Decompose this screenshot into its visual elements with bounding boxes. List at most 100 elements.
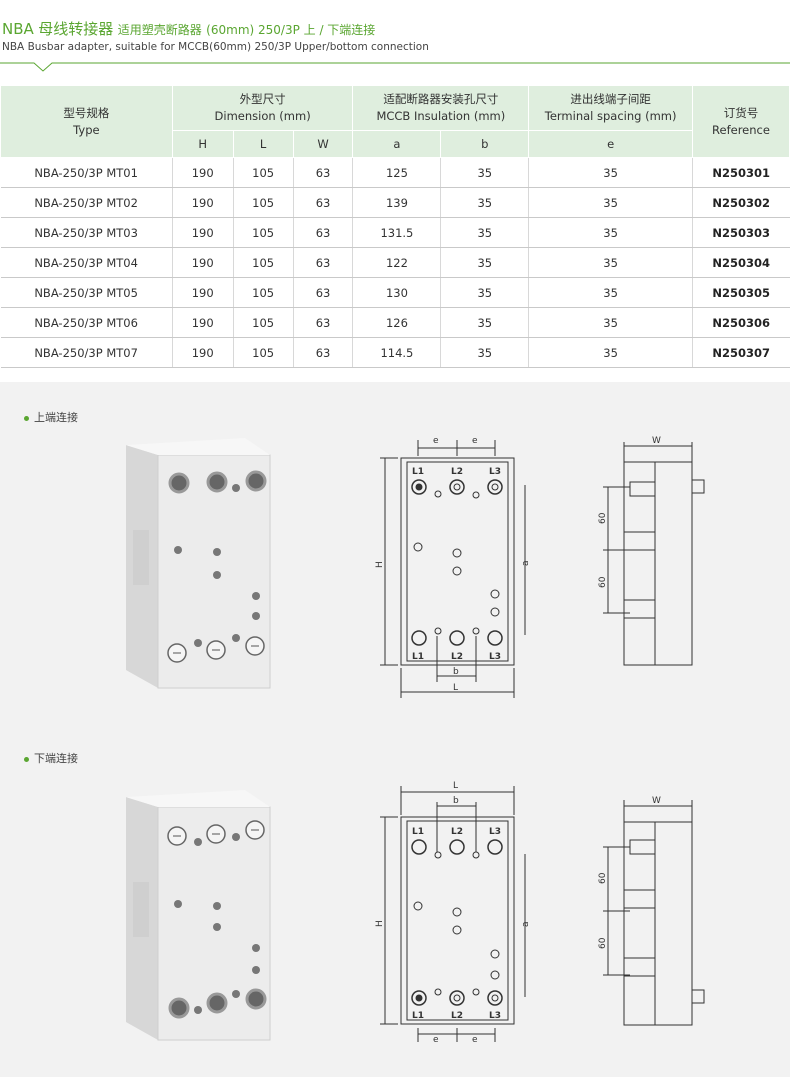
lbl-l3-lower-bottom: L3 [489, 1011, 501, 1021]
lbl-e-lower-1: e [433, 1035, 439, 1045]
cell-w: 63 [293, 307, 354, 338]
cell-l: 105 [233, 247, 294, 278]
th-mccb-cn: 适配断路器安装孔尺寸 [383, 92, 499, 106]
bullet-icon [24, 415, 29, 421]
th-type-cn: 型号规格 [63, 105, 110, 120]
th-sub-l: L [232, 130, 294, 158]
th-dim-cn: 外型尺寸 [239, 92, 286, 106]
cell-e: 35 [528, 187, 693, 218]
th-terminal: 进出线端子间距 Terminal spacing (mm) [528, 85, 693, 131]
cell-w: 63 [293, 247, 354, 278]
cell-w: 63 [293, 337, 354, 368]
cell-b: 35 [440, 277, 530, 308]
lbl-60-lower-2: 60 [598, 937, 608, 949]
lbl-60-lower-1: 60 [598, 872, 608, 884]
cell-e: 35 [528, 217, 693, 248]
cell-a: 131.5 [352, 217, 442, 248]
lbl-60-2: 60 [598, 576, 608, 588]
cell-ref: N250306 [692, 307, 790, 338]
cell-w: 63 [293, 277, 354, 308]
cell-b: 35 [440, 337, 530, 368]
cell-type: NBA-250/3P MT03 [0, 217, 173, 248]
lbl-w: W [652, 436, 661, 446]
cell-l: 105 [233, 157, 294, 188]
front-drawing-lower-labels: L b L1 L2 L3 L1 L2 L3 e e H a [375, 781, 531, 1045]
section-upper-text: 上端连接 [34, 411, 78, 424]
cell-ref: N250304 [692, 247, 790, 278]
title-cn-main: 母线转接器 [38, 20, 114, 38]
cell-h: 190 [172, 307, 234, 338]
th-dimension: 外型尺寸 Dimension (mm) [171, 85, 354, 131]
product-photo-upper [126, 438, 271, 689]
cell-h: 190 [172, 337, 234, 368]
lbl-l1-lower: L1 [412, 827, 424, 837]
cell-e: 35 [528, 157, 693, 188]
lbl-l-lower: L [453, 781, 458, 791]
cell-l: 105 [233, 217, 294, 248]
cell-e: 35 [528, 307, 693, 338]
cell-b: 35 [440, 247, 530, 278]
lbl-e-1: e [433, 436, 439, 446]
section-lower-label: 下端连接 [24, 750, 78, 766]
cell-h: 190 [172, 277, 234, 308]
lbl-60-1: 60 [598, 512, 608, 524]
lbl-l: L [453, 683, 458, 693]
bullet-icon [24, 756, 29, 762]
title-model: NBA [2, 20, 34, 38]
lbl-b: b [453, 667, 459, 677]
cell-w: 63 [293, 217, 354, 248]
cell-a: 139 [352, 187, 442, 218]
th-term-en: Terminal spacing (mm) [544, 109, 677, 123]
lbl-a: a [521, 560, 531, 566]
page-title: NBA 母线转接器 适用塑壳断路器 (60mm) 250/3P 上 / 下端连接 [2, 18, 375, 39]
cell-a: 126 [352, 307, 442, 338]
cell-w: 63 [293, 157, 354, 188]
lower-drawings: L b L1 L2 L3 L1 L2 L3 e e H a W 60 60 [126, 781, 705, 1045]
cell-ref: N250301 [692, 157, 790, 188]
cell-b: 35 [440, 307, 530, 338]
cell-e: 35 [528, 247, 693, 278]
cell-l: 105 [233, 307, 294, 338]
lbl-a-lower: a [521, 921, 531, 927]
th-mccb: 适配断路器安装孔尺寸 MCCB Insulation (mm) [352, 85, 530, 131]
lbl-l3: L3 [489, 467, 501, 477]
lbl-l1: L1 [412, 467, 424, 477]
title-cn-desc: 适用塑壳断路器 [117, 23, 202, 37]
cell-type: NBA-250/3P MT06 [0, 307, 173, 338]
cell-ref: N250303 [692, 217, 790, 248]
th-sub-w: W [292, 130, 354, 158]
side-drawing-lower [603, 800, 705, 1026]
cell-ref: N250305 [692, 277, 790, 308]
lbl-l2: L2 [451, 467, 463, 477]
side-drawing-lower-labels: W 60 60 [598, 796, 661, 949]
product-photo-lower [126, 790, 271, 1041]
section-lower-text: 下端连接 [34, 752, 78, 765]
th-sub-h: H [171, 130, 234, 158]
cell-ref: N250307 [692, 337, 790, 368]
title-spec: (60mm) 250/3P 上 / 下端连接 [206, 23, 376, 37]
cell-w: 63 [293, 187, 354, 218]
lbl-w-lower: W [652, 796, 661, 806]
header-divider [0, 62, 790, 72]
th-mccb-en: MCCB Insulation (mm) [376, 109, 506, 123]
lbl-l2-lower: L2 [451, 827, 463, 837]
th-term-cn: 进出线端子间距 [570, 92, 651, 106]
cell-b: 35 [440, 157, 530, 188]
cell-h: 190 [172, 157, 234, 188]
cell-l: 105 [233, 337, 294, 368]
spec-table: 型号规格 Type 外型尺寸 Dimension (mm) 适配断路器安装孔尺寸… [0, 85, 790, 368]
cell-l: 105 [233, 277, 294, 308]
lbl-l1-lower-bottom: L1 [412, 1011, 424, 1021]
cell-b: 35 [440, 217, 530, 248]
cell-a: 114.5 [352, 337, 442, 368]
th-sub-e: e [528, 130, 693, 158]
cell-ref: N250302 [692, 187, 790, 218]
cell-a: 130 [352, 277, 442, 308]
lbl-l2-bottom: L2 [451, 652, 463, 662]
th-ref-en: Reference [712, 122, 770, 137]
